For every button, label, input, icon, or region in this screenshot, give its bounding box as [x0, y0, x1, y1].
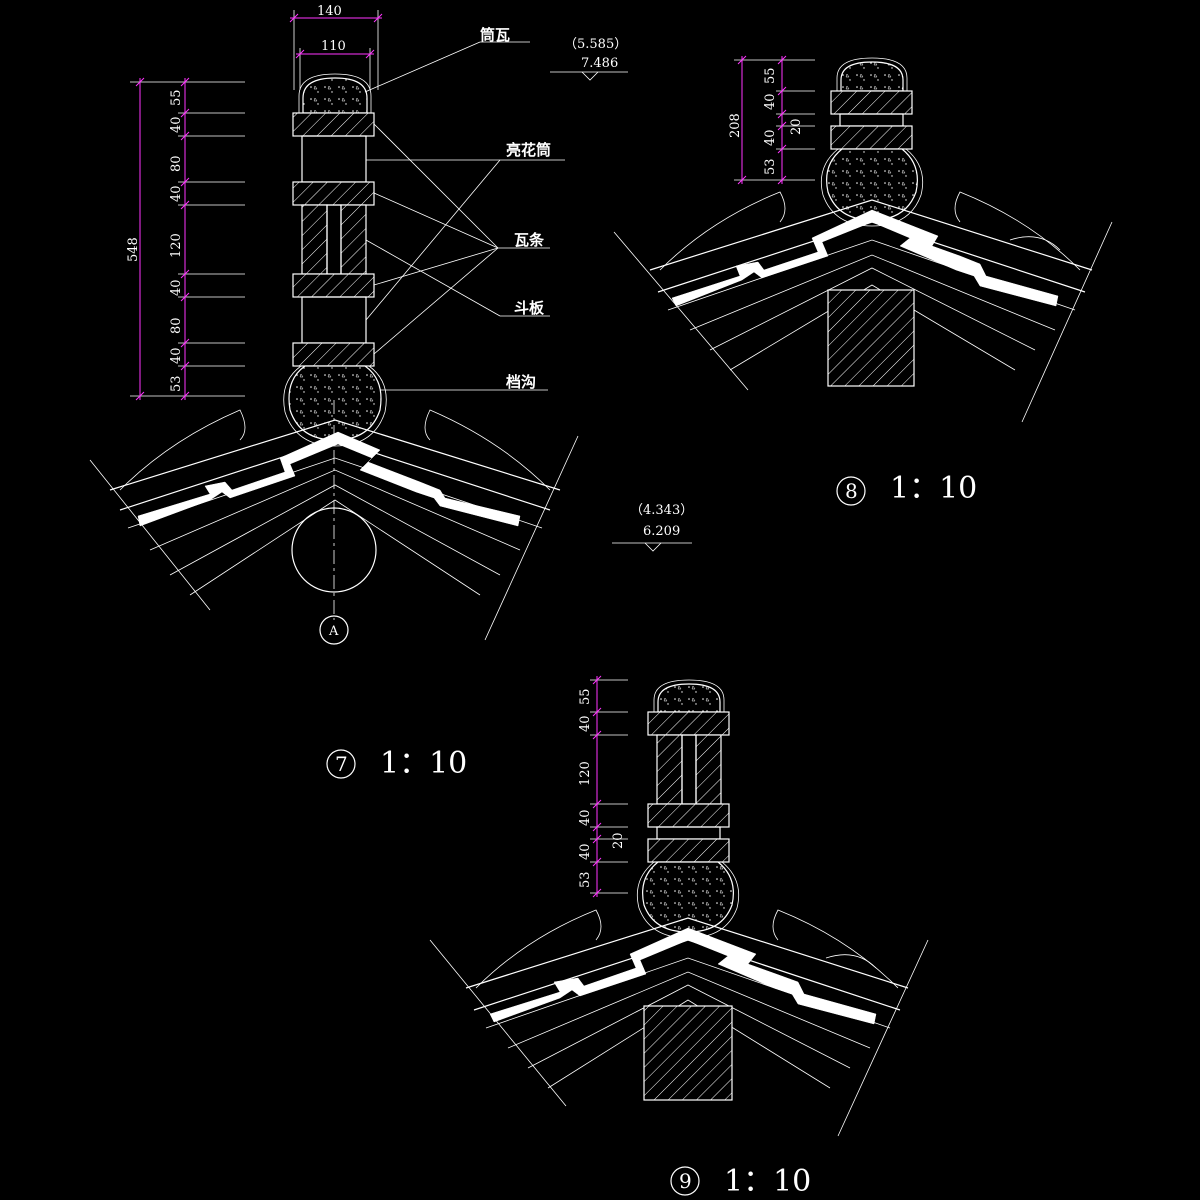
ridge-column-9: [636, 679, 740, 939]
level-bottom-paren: （4.343）: [630, 503, 693, 518]
level-mark-bottom: （4.343） 6.209: [612, 503, 693, 552]
label-flower-tube: 亮花筒: [506, 141, 551, 159]
dim-53: 53: [578, 871, 593, 888]
label-gutter: 档沟: [506, 373, 536, 391]
title-7: 7 1：10: [326, 746, 467, 781]
dim-55: 55: [169, 89, 184, 106]
dim-55: 55: [578, 688, 593, 705]
dim-40: 40: [578, 809, 593, 826]
scale-8: 1：10: [890, 471, 977, 506]
detail-number-7: 7: [335, 752, 348, 776]
detail-9: 55 40 120 40 40 53 20: [429, 675, 929, 1199]
scale-7: 1：10: [380, 746, 467, 781]
vertical-dimensions-8: 208 55 40 40 53 20: [728, 55, 815, 185]
dim-120: 120: [578, 761, 593, 786]
level-bottom-value: 6.209: [643, 524, 680, 539]
roof-8: [613, 191, 1113, 423]
dim-55: 55: [763, 67, 778, 84]
level-top-paren: （5.585）: [564, 37, 627, 52]
detail-number-8: 8: [845, 479, 858, 503]
detail-7: 140 110: [89, 4, 579, 781]
dim-80: 80: [169, 317, 184, 334]
vertical-dimensions-9: 55 40 120 40 40 53 20: [578, 675, 628, 898]
dim-40: 40: [763, 93, 778, 110]
dim-80: 80: [169, 155, 184, 172]
roof-9: [429, 909, 929, 1137]
vertical-dimensions: 548 55 40 80 40 120 40 80 40 53: [126, 77, 245, 401]
dim-548: 548: [126, 237, 141, 262]
detail-8: 208 55 40 40 53 20: [613, 55, 1113, 506]
dim-20: 20: [611, 832, 626, 849]
axis-a-label: A: [328, 624, 339, 639]
title-9: 9 1：10: [670, 1164, 811, 1199]
dim-208: 208: [728, 113, 743, 138]
dim-40: 40: [578, 715, 593, 732]
scale-9: 1：10: [724, 1164, 811, 1199]
dim-53: 53: [169, 375, 184, 392]
dim-40: 40: [763, 129, 778, 146]
ridge-column-8: [820, 57, 924, 227]
dim-120: 120: [169, 233, 184, 258]
dim-40: 40: [169, 279, 184, 296]
dim-40: 40: [169, 116, 184, 133]
label-tube-tile: 筒瓦: [480, 26, 510, 44]
level-mark-top: （5.585） 7.486: [550, 37, 628, 81]
dim-20: 20: [789, 118, 804, 135]
label-tile-strip: 瓦条: [514, 231, 545, 249]
level-top-value: 7.486: [581, 56, 618, 71]
detail-number-9: 9: [679, 1169, 692, 1193]
dim-40: 40: [169, 185, 184, 202]
dim-40: 40: [578, 843, 593, 860]
dim-40: 40: [169, 347, 184, 364]
dim-110: 110: [321, 39, 346, 54]
roof-7: A: [89, 409, 579, 645]
dim-53: 53: [763, 158, 778, 175]
width-dimensions: 140 110: [289, 4, 383, 90]
dim-140: 140: [317, 4, 342, 19]
ridge-column-7: [283, 73, 387, 620]
label-dou-board: 斗板: [514, 299, 545, 317]
callouts-7: 筒瓦 亮花筒 瓦条 斗板 档沟: [364, 26, 565, 391]
title-8: 8 1：10: [836, 471, 977, 506]
